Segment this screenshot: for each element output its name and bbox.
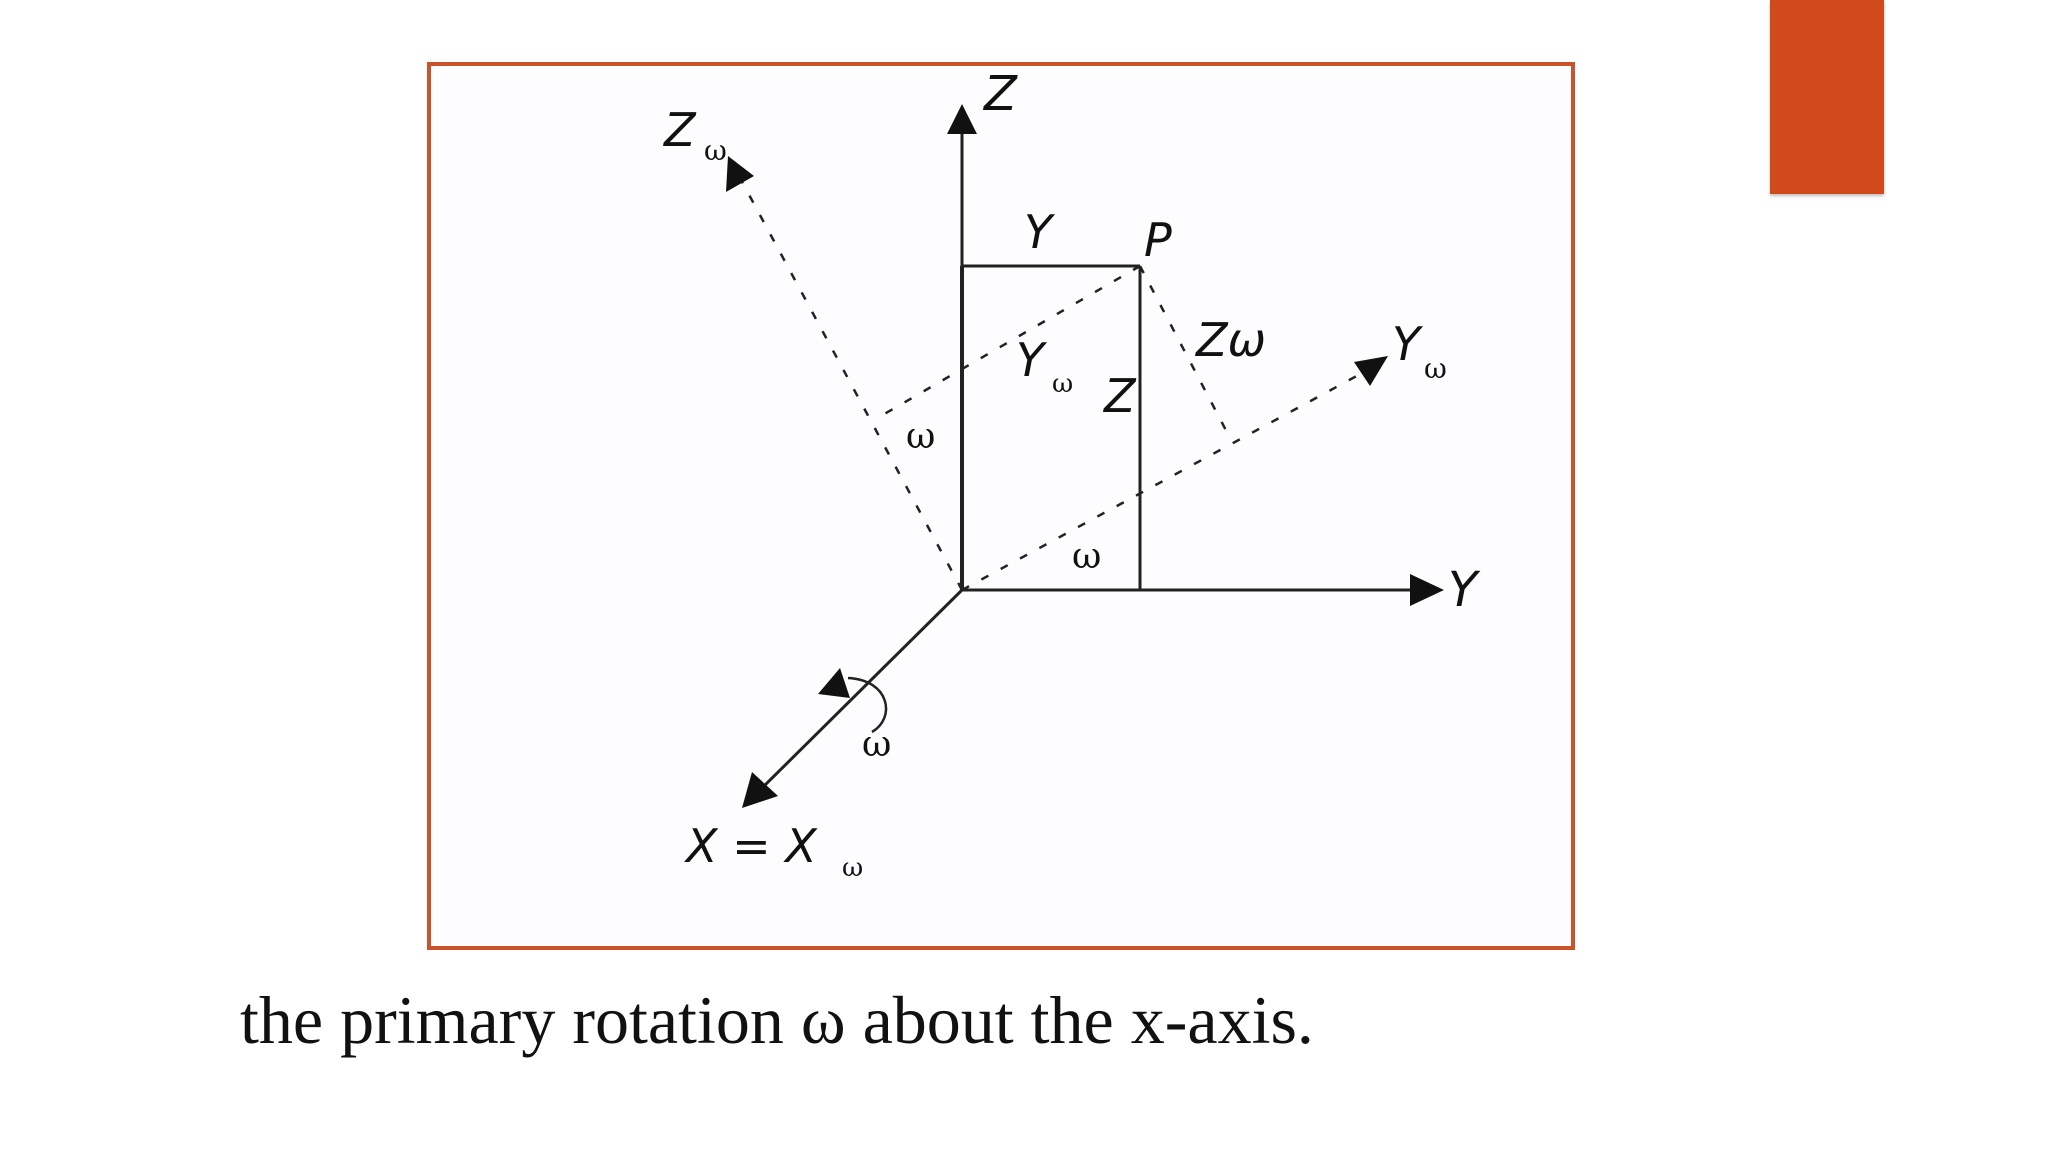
label-y-top: Y <box>1024 205 1056 259</box>
projection-p-to-z-omega <box>873 264 1141 422</box>
y-omega-axis-line <box>961 370 1365 592</box>
label-y-omega-right: Y <box>1392 317 1424 371</box>
figure-frame <box>427 62 1575 950</box>
rotation-arrow <box>818 668 850 698</box>
x-axis-line <box>758 588 964 792</box>
label-z-vertical: Z <box>1102 369 1137 423</box>
label-omega-bottom: ω <box>1072 536 1101 577</box>
y-axis-arrow <box>1410 574 1444 606</box>
rotation-arc <box>847 676 888 734</box>
label-z-omega-mid: Zω <box>1194 313 1266 367</box>
label-x-axis: X = X <box>684 819 818 873</box>
label-omega-left: ω <box>906 416 935 457</box>
x-axis-arrow <box>742 772 778 808</box>
slide-caption: the primary rotation ω about the x-axis. <box>240 982 1314 1058</box>
z-omega-axis-line <box>738 177 964 591</box>
label-y-omega-right-sub: ω <box>1424 352 1447 385</box>
label-omega-rotation: ω <box>862 724 891 765</box>
label-point-p: P <box>1144 213 1172 267</box>
label-z-omega-axis: Z <box>662 103 697 157</box>
label-x-axis-sub: ω <box>842 853 863 883</box>
label-y-omega-inner-sub: ω <box>1052 369 1073 399</box>
y-omega-axis-arrow <box>1354 356 1388 386</box>
z-axis-arrow <box>947 104 977 134</box>
label-z-axis: Z <box>982 66 1018 122</box>
projection-p-to-y-omega <box>1138 265 1232 439</box>
label-y-omega-inner: Y <box>1016 333 1048 387</box>
label-z-omega-axis-sub: ω <box>704 134 727 167</box>
accent-bar <box>1770 0 1884 194</box>
label-y-axis: Y <box>1448 562 1481 618</box>
z-omega-axis-arrow <box>726 156 754 192</box>
